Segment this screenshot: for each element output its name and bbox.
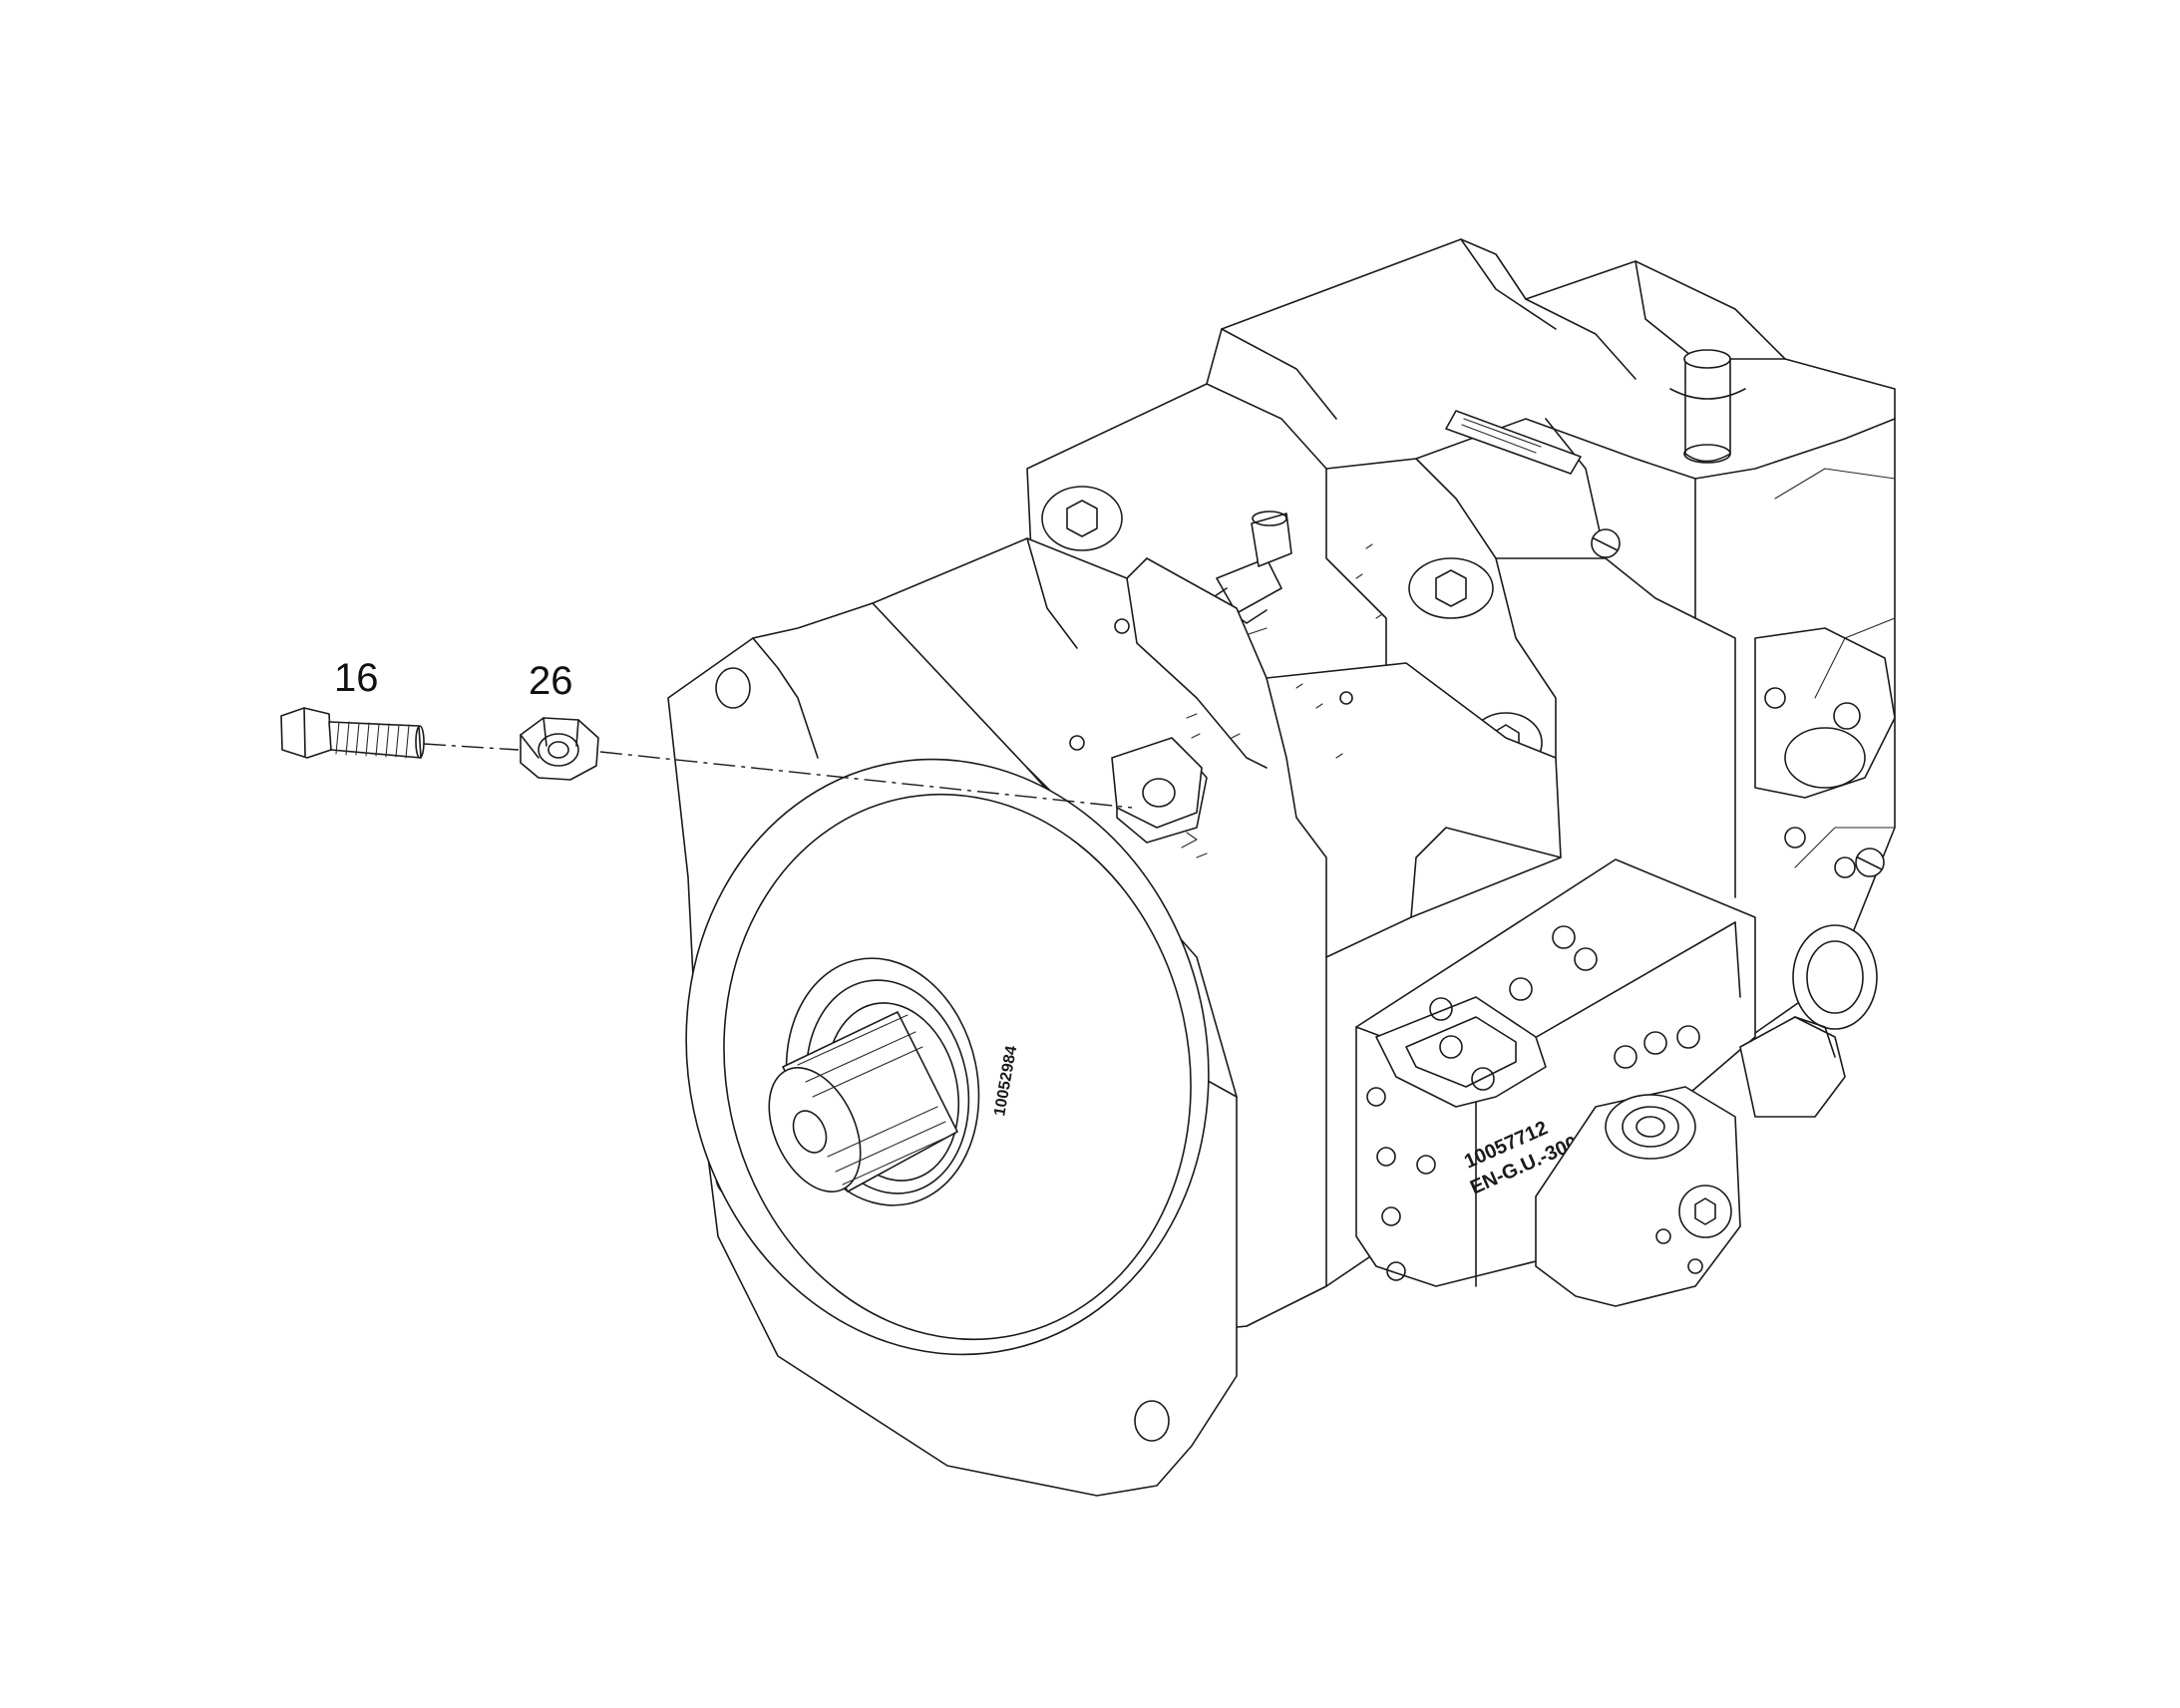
socket-screw-2: [1409, 558, 1493, 618]
callout-16: 16: [334, 656, 379, 700]
flange-hole-top-left: [716, 668, 750, 708]
control-block: 10057712 EN-G.U.-300: [1356, 859, 1845, 1306]
slotted-screw-1: [1592, 529, 1620, 557]
bolt-16: [281, 708, 424, 758]
flange-hole-bottom-right: [1135, 1401, 1169, 1441]
assembly-axis-line: [424, 744, 1132, 808]
valve-fitting: [1212, 512, 1291, 638]
nameplate: [1446, 411, 1581, 474]
callout-26: 26: [529, 659, 573, 703]
drive-shaft: [751, 1012, 957, 1206]
socket-screw-1: [1042, 487, 1122, 550]
nut-26: [521, 718, 598, 780]
slotted-screw-2: [1856, 849, 1884, 876]
